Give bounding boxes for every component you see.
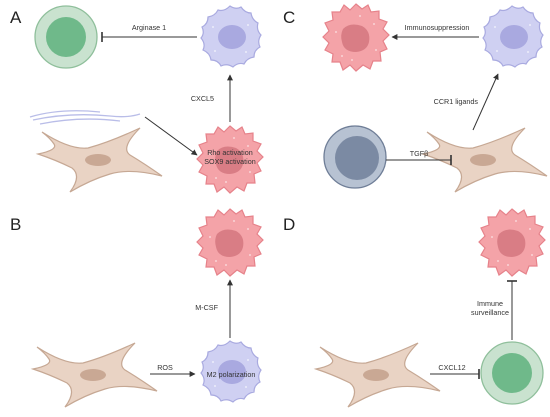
panel-d-letter: D bbox=[283, 215, 295, 234]
surveillance-label: surveillance bbox=[471, 308, 509, 317]
mcsf-label: M-CSF bbox=[195, 303, 218, 312]
tumor-cell-icon bbox=[322, 3, 390, 72]
ccr1-label: CCR1 ligands bbox=[434, 97, 479, 106]
arginase-label: Arginase 1 bbox=[132, 23, 166, 32]
collagen-fibers-icon bbox=[29, 110, 141, 125]
immune-label: Immune bbox=[477, 299, 503, 308]
panel-a: A Arginase 1 CXCL5 Rho activation SOX9 a… bbox=[10, 5, 264, 194]
immunosuppression-label: Immunosuppression bbox=[405, 23, 470, 32]
immune-cell-icon bbox=[323, 125, 387, 189]
panel-b-letter: B bbox=[10, 215, 21, 234]
cxcl12-label: CXCL12 bbox=[438, 363, 465, 372]
panel-d: D Immune surveillance CXCL12 bbox=[283, 208, 546, 408]
tumor-cell-icon bbox=[196, 208, 264, 277]
ccr1-arrow bbox=[472, 73, 499, 131]
panel-b: B M-CSF ROS M2 polarization bbox=[10, 208, 264, 408]
macrophage-icon bbox=[482, 5, 544, 68]
sox9-activation-label: SOX9 activation bbox=[204, 157, 256, 166]
tgfb-label: TGFβ bbox=[410, 149, 429, 158]
fibroblast-icon bbox=[37, 127, 163, 193]
t-cell-icon bbox=[480, 341, 544, 405]
fibroblast-icon bbox=[32, 342, 158, 408]
rho-activation-label: Rho activation bbox=[207, 148, 253, 157]
panel-a-letter: A bbox=[10, 8, 22, 27]
ros-label: ROS bbox=[157, 363, 173, 372]
macrophage-icon bbox=[200, 5, 262, 68]
t-cell-icon bbox=[34, 5, 98, 69]
cxcl5-label: CXCL5 bbox=[191, 94, 214, 103]
panel-c: C Immunosuppression CCR1 ligands TGFβ bbox=[283, 3, 548, 193]
tumor-cell-icon bbox=[478, 208, 546, 277]
fibroblast-icon bbox=[315, 342, 441, 408]
panel-c-letter: C bbox=[283, 8, 295, 27]
m2-polarization-label: M2 polarization bbox=[207, 370, 256, 379]
fiber-to-tumor-arrow bbox=[144, 116, 198, 156]
